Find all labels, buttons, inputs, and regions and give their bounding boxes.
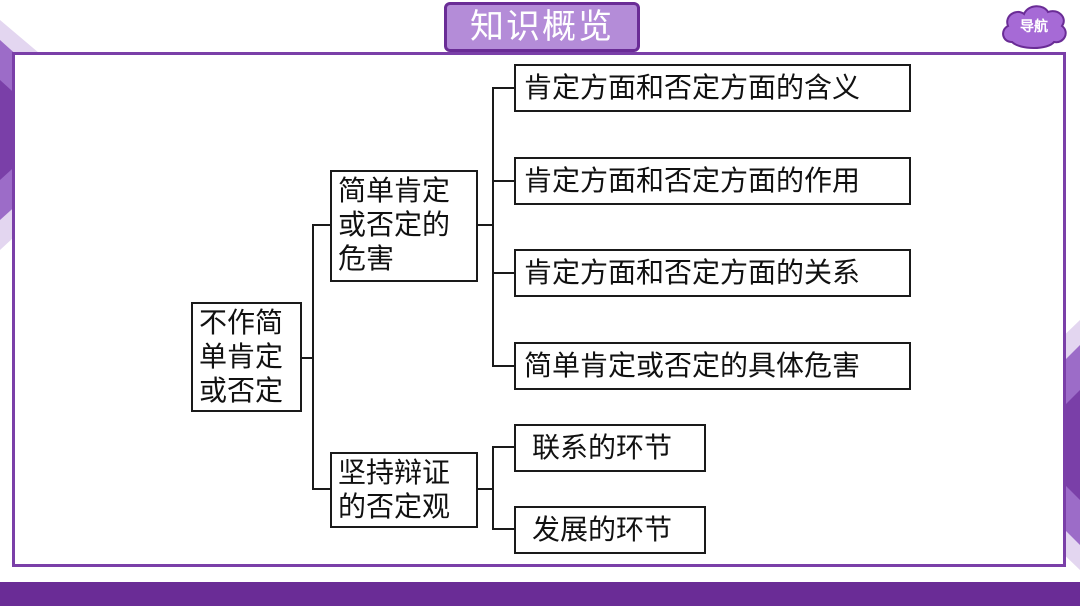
nav-button[interactable]: 导航 <box>998 2 1070 52</box>
leaf-node-relation: 肯定方面和否定方面的关系 <box>514 249 911 297</box>
page-title: 知识概览 <box>444 2 640 52</box>
content-frame <box>12 52 1066 567</box>
root-node: 不作简单肯定或否定 <box>191 302 302 412</box>
branch2-trunk <box>492 446 494 530</box>
nav-label: 导航 <box>1020 19 1048 35</box>
leaf5-connector <box>492 446 514 448</box>
branch1-stub <box>478 224 492 226</box>
leaf3-connector <box>492 272 514 274</box>
leaf1-connector <box>492 87 514 89</box>
branch-node-harm: 简单肯定或否定的危害 <box>330 170 478 282</box>
branch-node-dialectical-negation: 坚持辩证的否定观 <box>330 452 478 528</box>
leaf4-connector <box>492 365 514 367</box>
leaf-node-function: 肯定方面和否定方面的作用 <box>514 157 911 205</box>
branch1-trunk <box>492 87 494 367</box>
branch2-stub <box>478 488 492 490</box>
branch2-connector <box>312 488 330 490</box>
leaf-node-meaning: 肯定方面和否定方面的含义 <box>514 64 911 112</box>
leaf-node-specific-harm: 简单肯定或否定的具体危害 <box>514 342 911 390</box>
leaf6-connector <box>492 528 514 530</box>
leaf-node-link-of-connection: 联系的环节 <box>514 424 706 472</box>
branch1-connector <box>312 224 330 226</box>
leaf2-connector <box>492 180 514 182</box>
bottom-bar <box>0 582 1080 606</box>
level1-trunk <box>312 224 314 490</box>
leaf-node-link-of-development: 发展的环节 <box>514 506 706 554</box>
root-connector <box>302 357 312 359</box>
cloud-icon <box>1002 5 1067 49</box>
